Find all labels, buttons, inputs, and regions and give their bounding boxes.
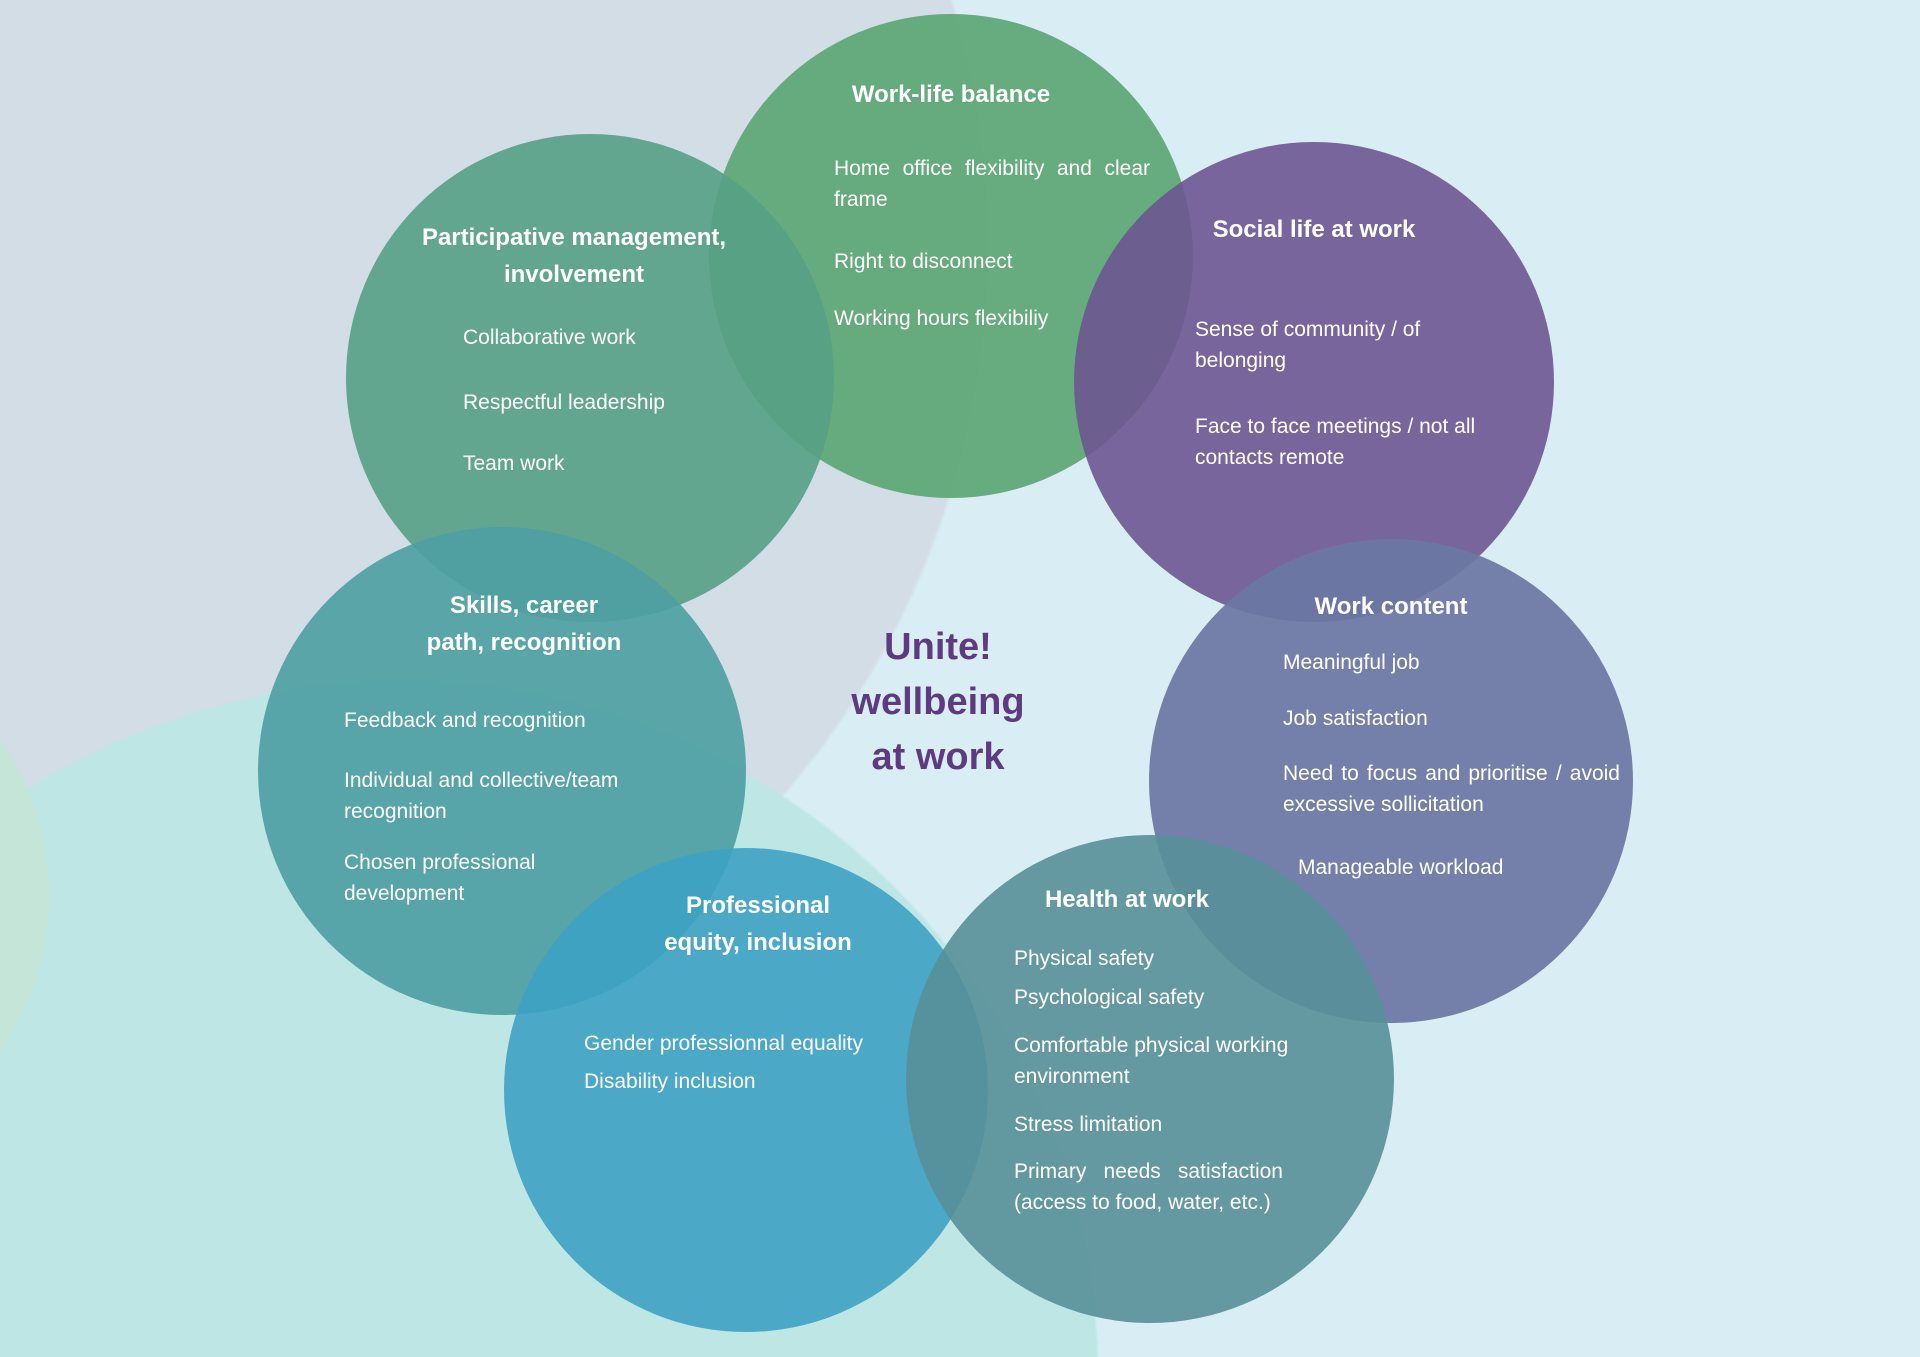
skills-title: Skills, career path, recognition [427,587,622,661]
work-life-balance-item: Working hours flexibiliy [834,307,1049,330]
health-item: Comfortable physical working environment [1014,1034,1289,1088]
circle-social-life [1074,142,1554,622]
center-title-line: at work [871,736,1005,778]
skills-item: Chosen professional development [344,851,536,905]
skills-item: Feedback and recognition [344,709,586,732]
center-title-line: Unite! [884,626,992,668]
circle-health [906,835,1394,1323]
title-line: Skills, career [449,592,599,619]
participative-title: Participative management, involvement [422,219,726,293]
social-life-item: Face to face meetings / not all contacts… [1195,415,1476,469]
title-line: equity, inclusion [664,929,852,956]
center-title-line: wellbeing [851,681,1025,723]
equity-item: Disability inclusion [584,1070,756,1093]
work-life-balance-title: Work-life balance [851,81,1051,108]
health-title: Health at work [1044,886,1210,913]
work-content-item: Manageable workload [1298,856,1504,879]
health-item: Stress limitation [1014,1113,1163,1136]
work-content-item: Need to focus and prioritise / avoid exc… [1283,762,1620,816]
skills-item: Individual and collective/team recogniti… [344,769,619,823]
participative-item: Collaborative work [463,326,636,349]
equity-title: Professional equity, inclusion [664,887,852,961]
health-item: Primary needs satisfaction (access to fo… [1014,1160,1283,1214]
title-line: Professional [685,892,831,919]
participative-item: Team work [463,452,565,475]
work-life-balance-item: Home office flexibility and clear frame [834,157,1150,211]
health-item: Physical safety [1014,947,1155,970]
social-life-title: Social life at work [1212,216,1416,243]
participative-item: Respectful leadership [463,391,665,414]
title-line: involvement [503,261,645,288]
work-content-item: Job satisfaction [1283,707,1428,730]
health-item: Psychological safety [1014,986,1205,1009]
center-title: Unite! wellbeing at work [851,620,1024,785]
social-life-item: Sense of community / of belonging [1195,318,1421,372]
work-content-title: Work content [1314,593,1468,620]
title-line: Participative management, [421,224,727,251]
title-line: path, recognition [426,629,622,656]
equity-item: Gender professionnal equality [584,1032,864,1055]
work-life-balance-item: Right to disconnect [834,250,1013,273]
work-content-item: Meaningful job [1283,651,1420,674]
